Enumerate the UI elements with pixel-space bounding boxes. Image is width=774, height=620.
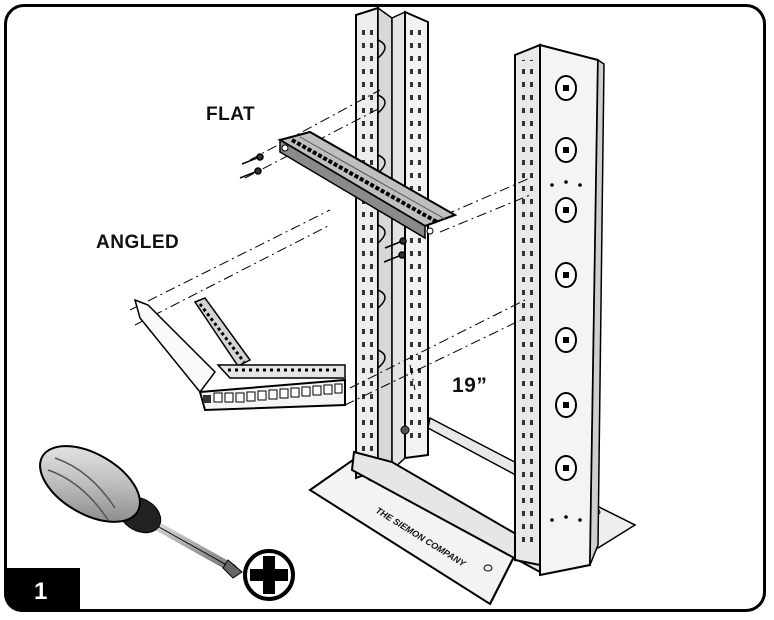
rack-width-label: 19”	[452, 374, 488, 397]
mounting-screws	[239, 153, 407, 263]
right-rack-post	[514, 43, 605, 577]
phillips-head-icon	[243, 549, 295, 601]
angled-patch-panel	[133, 297, 346, 412]
flat-label: FLAT	[206, 104, 256, 125]
angled-label: ANGLED	[96, 232, 180, 253]
flat-patch-panel	[277, 130, 458, 240]
left-rack-post	[350, 6, 541, 574]
alignment-guides	[129, 89, 531, 406]
phillips-screwdriver-icon	[39, 445, 243, 579]
step-number-badge: 1	[4, 568, 80, 612]
